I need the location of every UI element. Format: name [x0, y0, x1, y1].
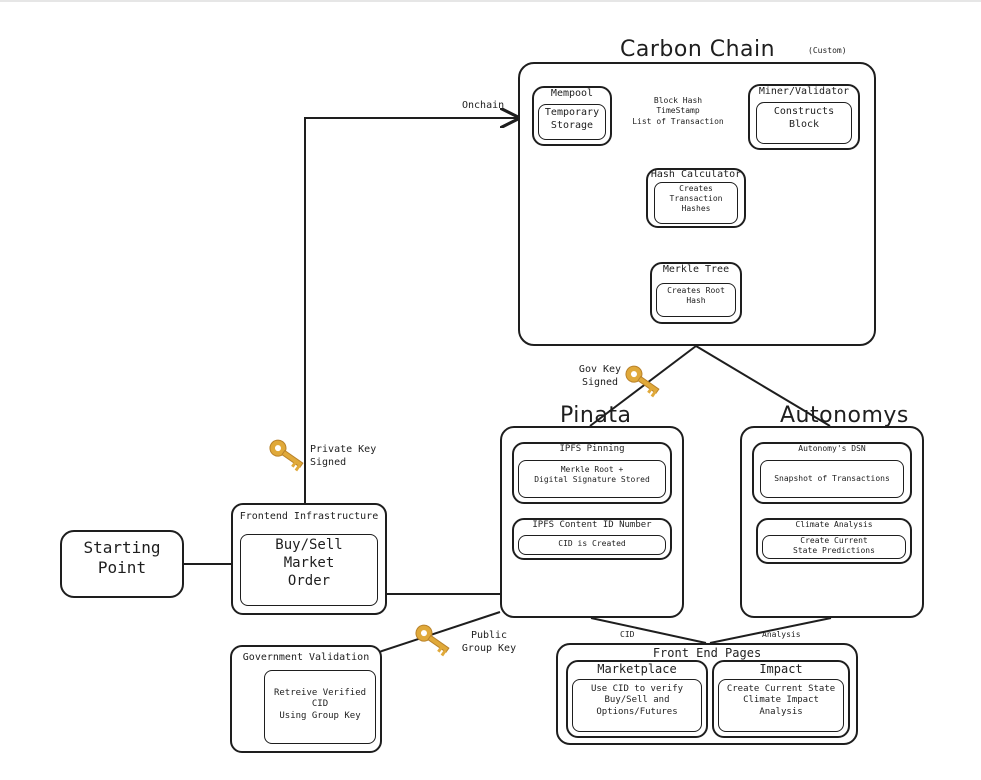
- hash-calculator-title: Hash Calculator: [650, 169, 742, 180]
- autonomy-dsn-title: Autonomy's DSN: [798, 444, 866, 453]
- block-edge-label: Block Hash TimeStamp List of Transaction: [632, 96, 724, 126]
- gov-to-pinata-connector: [369, 611, 501, 656]
- climate-analysis-inner-text: Create Current State Predictions: [793, 536, 875, 555]
- marketplace-inner-box: [572, 679, 702, 732]
- miner-inner-text: Constructs Block: [773, 106, 835, 130]
- government-validation-inner-text: Retreive Verified CID Using Group Key: [273, 688, 367, 721]
- pinata-to-pages-connector: [590, 617, 707, 644]
- hash-calculator-inner-text: Creates Transaction Hashes: [669, 184, 723, 213]
- public-key-label: Public Group Key: [461, 630, 517, 654]
- hash-calculator-inner-box: [654, 182, 738, 224]
- gov-key-label: Gov Key Signed: [578, 364, 622, 388]
- ipfs-pinning-title: IPFS Pinning: [559, 444, 625, 454]
- autonomys-title: Autonomys: [780, 403, 909, 428]
- autonomy-dsn-inner-text: Snapshot of Transactions: [774, 474, 890, 483]
- mempool-inner-text: Temporary Storage: [544, 107, 600, 131]
- government-validation-inner-box: [264, 670, 376, 744]
- impact-inner-text: Create Current State Climate Impact Anal…: [726, 684, 836, 717]
- ipfs-cid-inner-text: CID is Created: [558, 539, 626, 548]
- private-key-label: Private Key Signed: [310, 444, 377, 468]
- marketplace-title: Marketplace: [597, 662, 677, 676]
- front-end-pages-title: Front End Pages: [652, 646, 762, 660]
- starting-point-label: Starting Point: [83, 538, 161, 577]
- merkle-tree-title: Merkle Tree: [662, 264, 730, 275]
- chain-to-pinata-connector: [589, 345, 697, 427]
- analysis-label: Analysis: [762, 630, 801, 639]
- frontend-infrastructure-title: Frontend Infrastructure: [239, 511, 379, 522]
- merkle-tree-inner-box: [656, 283, 736, 317]
- cid-label: CID: [620, 630, 635, 639]
- buy-sell-inner-box: [240, 534, 378, 606]
- mempool-title: Mempool: [550, 88, 594, 99]
- impact-inner-box: [718, 679, 844, 732]
- government-validation-title: Government Validation: [242, 652, 370, 663]
- ipfs-cid-inner-box: [518, 535, 666, 555]
- miner-title: Miner/Validator: [758, 86, 850, 97]
- onchain-connector: [304, 118, 518, 503]
- buy-sell-inner-text: Buy/Sell Market Order: [275, 537, 343, 590]
- key-icon: [415, 624, 450, 657]
- marketplace-inner-text: Use CID to verify Buy/Sell and Options/F…: [590, 684, 684, 717]
- impact-title: Impact: [759, 662, 803, 676]
- top-divider: [0, 0, 981, 2]
- autonomys-to-pages-connector: [709, 617, 832, 644]
- starting-point-node: [60, 530, 184, 598]
- ipfs-pinning-inner-box: [518, 460, 666, 498]
- ipfs-pinning-inner-text: Merkle Root + Digital Signature Stored: [534, 465, 650, 484]
- carbon-chain-subtitle: (Custom): [808, 46, 847, 55]
- onchain-label: Onchain: [462, 100, 505, 111]
- climate-analysis-inner-box: [762, 535, 906, 559]
- key-icon: [269, 439, 304, 472]
- ipfs-cid-title: IPFS Content ID Number: [532, 520, 652, 530]
- miner-inner-box: [756, 102, 852, 144]
- mempool-inner-box: [538, 104, 606, 140]
- climate-analysis-title: Climate Analysis: [795, 520, 873, 529]
- autonomy-dsn-inner-box: [760, 460, 904, 498]
- merkle-tree-inner-text: Creates Root Hash: [667, 286, 725, 305]
- carbon-chain-title: Carbon Chain: [620, 37, 776, 62]
- pinata-title: Pinata: [560, 403, 632, 428]
- key-icon: [625, 365, 660, 398]
- chain-to-autonomys-connector: [695, 345, 831, 427]
